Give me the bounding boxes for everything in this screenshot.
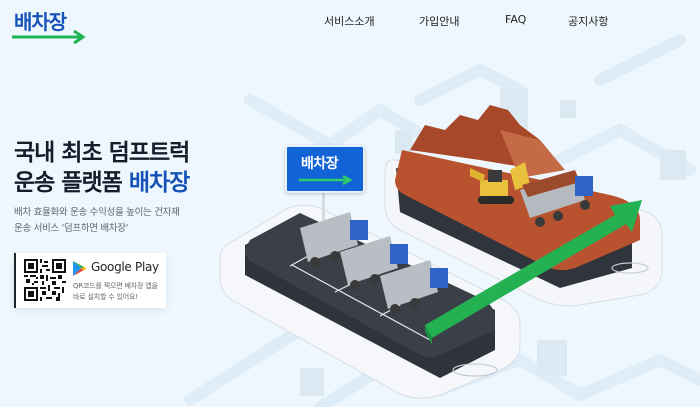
- app-card-desc-line1: QR코드를 찍으면 배차장 앱을: [73, 282, 158, 290]
- hero-title-line2: 운송 플랫폼 배차장: [14, 168, 190, 198]
- main-nav: 서비스소개 가입안내 FAQ 공지사항: [0, 13, 700, 33]
- excavator-icon: [470, 162, 530, 204]
- qr-code-icon[interactable]: [24, 259, 66, 301]
- hero-title-accent: 배차장: [128, 170, 190, 196]
- hero-title-line1: 국내 최초 덤프트럭: [14, 140, 190, 166]
- dump-truck-icon: [300, 212, 368, 267]
- app-card-description: QR코드를 찍으면 배차장 앱을 바로 설치할 수 있어요!: [73, 281, 158, 303]
- hero-desc-line2: 운송 서비스 '덤프하면 배차장': [14, 223, 129, 234]
- arrow-right-icon: [299, 175, 353, 185]
- hero-description: 배차 효율화와 운송 수익성을 높이는 건자재 운송 서비스 '덤프하면 배차장…: [14, 205, 180, 237]
- green-arrow-icon: [425, 200, 642, 345]
- dump-truck-icon: [340, 236, 408, 290]
- hero-desc-line1: 배차 효율화와 운송 수익성을 높이는 건자재: [14, 207, 180, 218]
- nav-signup-guide[interactable]: 가입안내: [419, 15, 460, 28]
- google-play-icon: [73, 261, 87, 276]
- dump-truck-icon: [520, 170, 593, 227]
- google-play-label[interactable]: Google Play: [91, 260, 159, 274]
- right-phone-illustration: [384, 105, 663, 307]
- dump-truck-icon: [380, 260, 448, 314]
- app-download-card[interactable]: Google Play QR코드를 찍으면 배차장 앱을 바로 설치할 수 있어…: [14, 253, 166, 308]
- hero-title-prefix: 운송 플랫폼: [14, 170, 129, 196]
- signboard: 배차장: [285, 145, 365, 193]
- nav-faq[interactable]: FAQ: [505, 13, 527, 26]
- header: 배차장 서비스소개 가입안내 FAQ 공지사항: [0, 0, 700, 48]
- logo[interactable]: 배차장: [12, 6, 90, 46]
- arrow-right-icon: [12, 30, 86, 44]
- app-card-desc-line2: 바로 설치할 수 있어요!: [73, 293, 138, 301]
- logo-text: 배차장: [14, 10, 67, 34]
- hero-title: 국내 최초 덤프트럭 운송 플랫폼 배차장: [14, 138, 190, 198]
- nav-notice[interactable]: 공지사항: [568, 15, 609, 28]
- nav-service-intro[interactable]: 서비스소개: [324, 15, 375, 28]
- signboard-text: 배차장: [301, 156, 339, 172]
